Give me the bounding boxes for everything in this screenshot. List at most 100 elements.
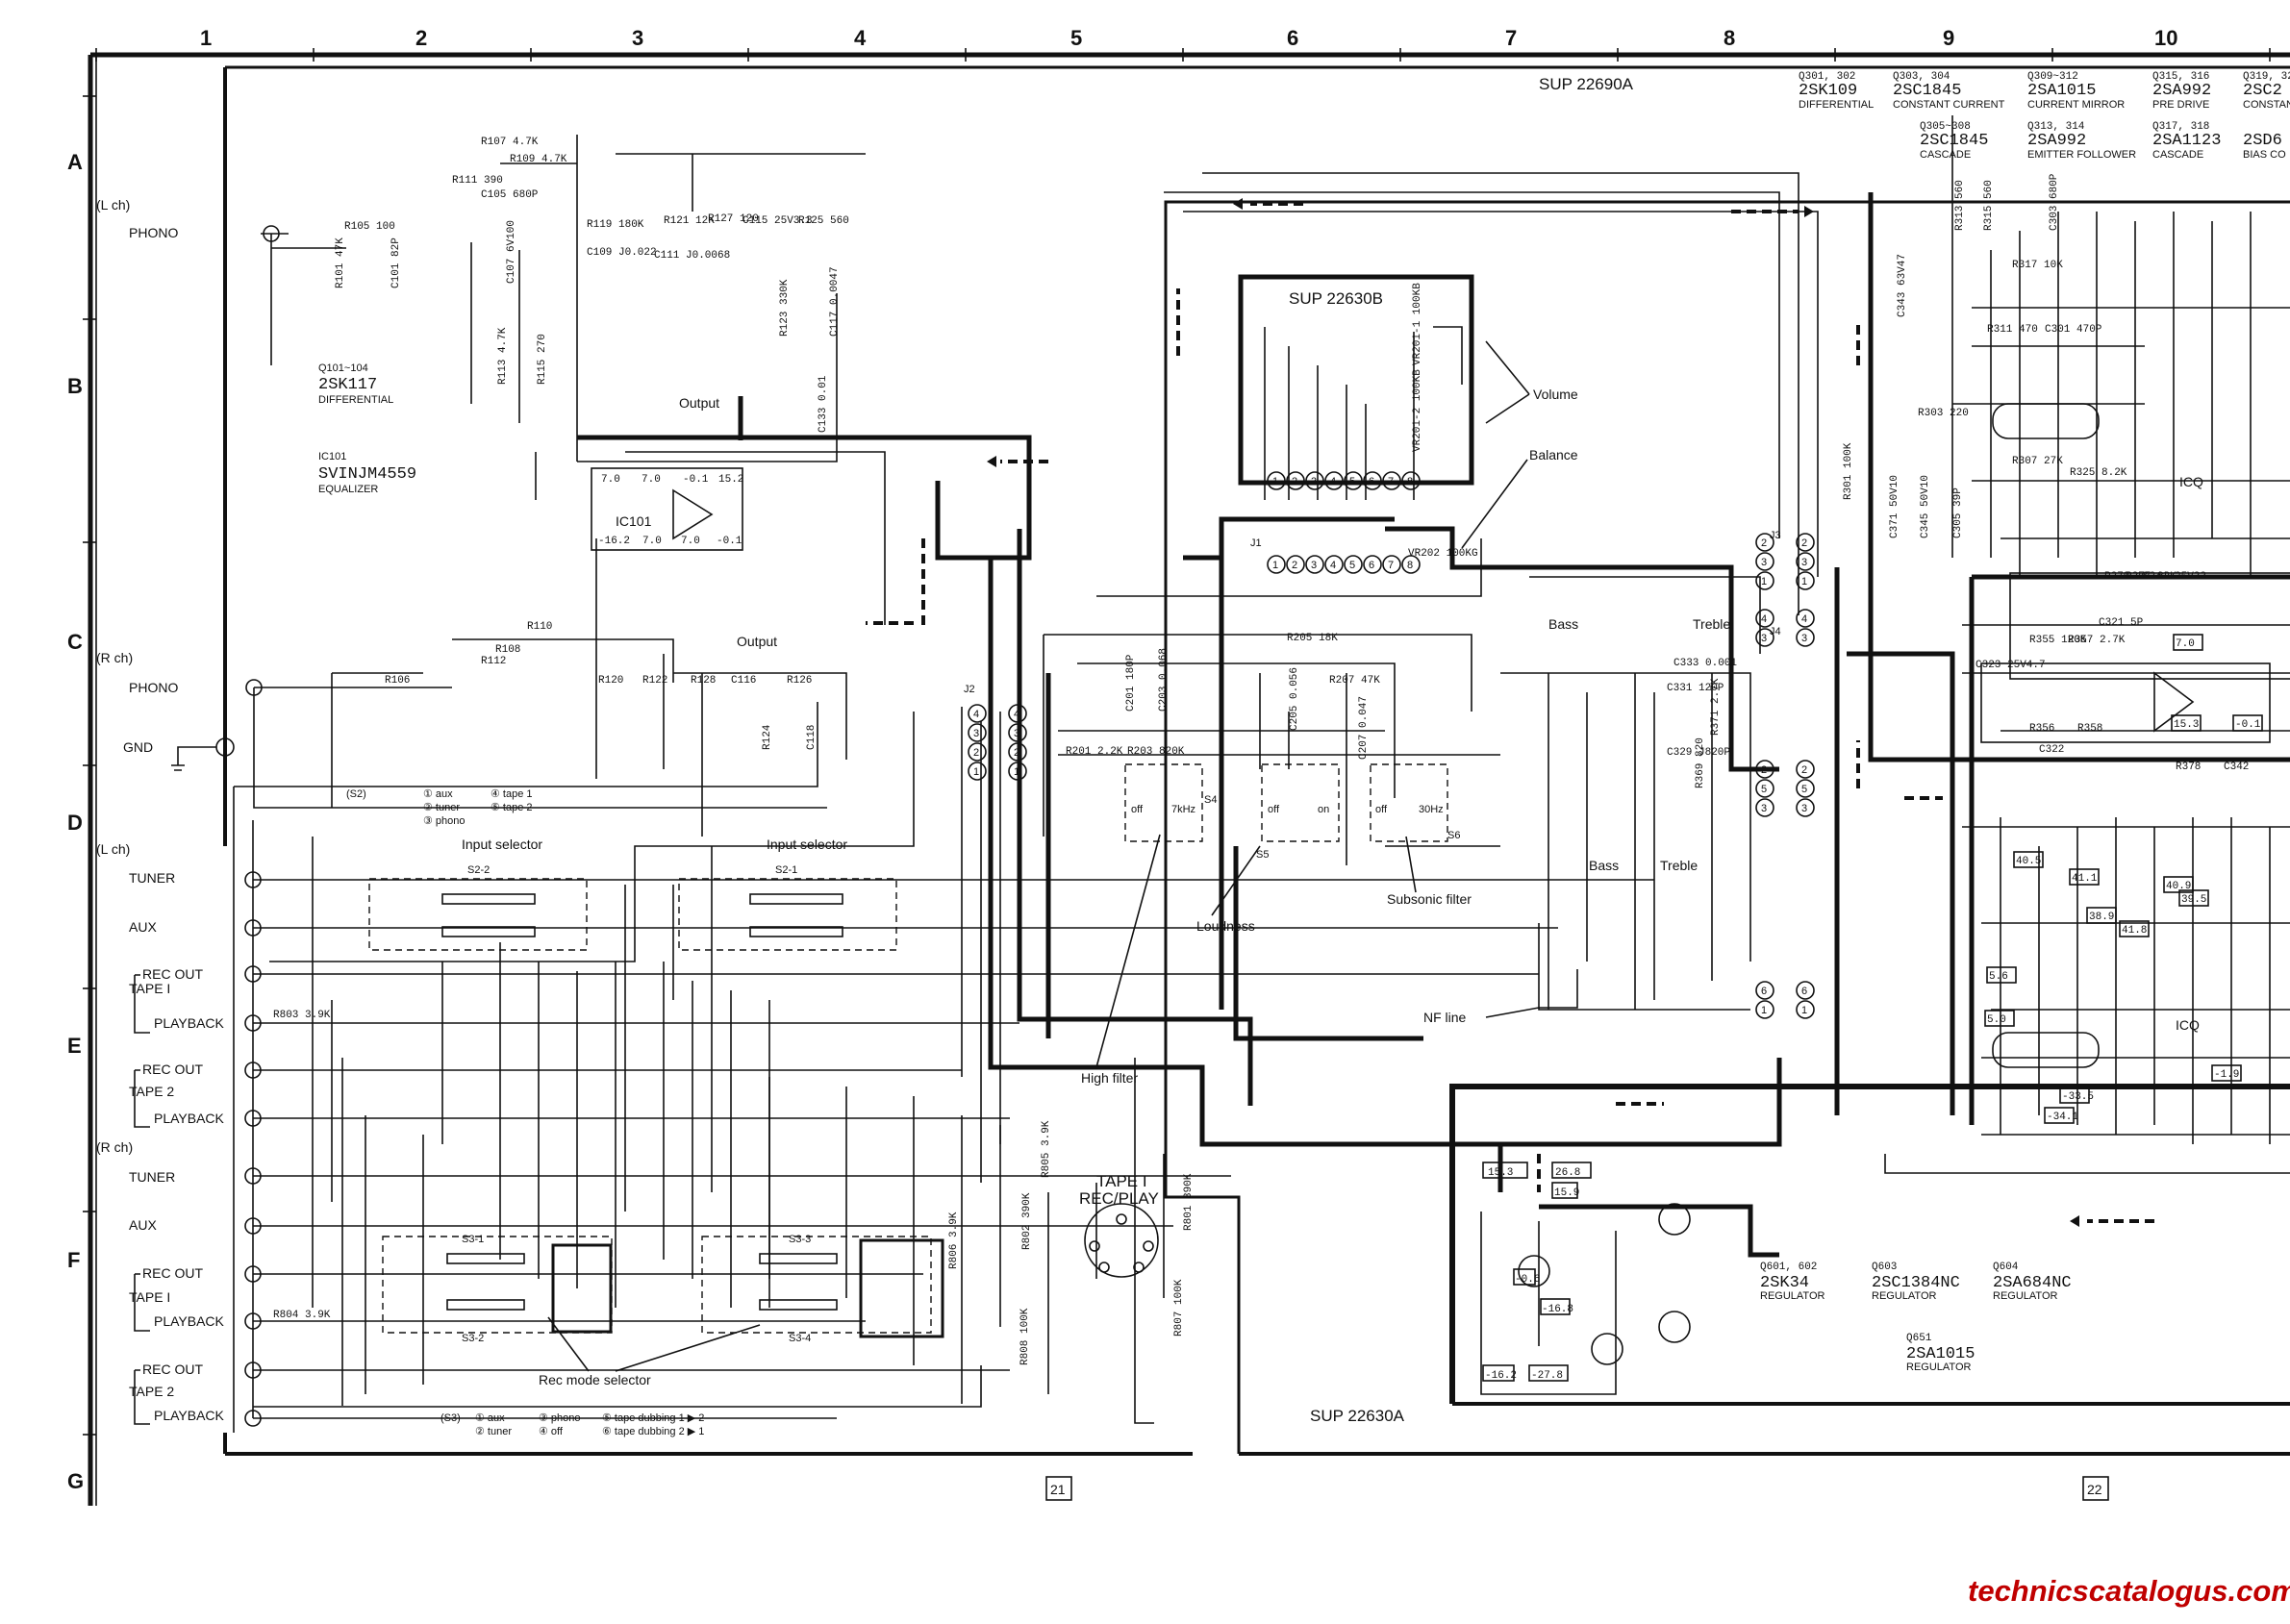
ic101-part: SVINJM4559 bbox=[318, 465, 416, 484]
voltage-box bbox=[2232, 714, 2263, 732]
component-c115: C115 25V3.3 bbox=[742, 215, 813, 227]
j4f-pin-1 bbox=[1796, 981, 1815, 1000]
svg-text:CASCADE: CASCADE bbox=[1920, 149, 1971, 161]
j4b-pin-label: 3 bbox=[1801, 633, 1807, 644]
label-rec-out-2r: REC OUT bbox=[142, 1362, 203, 1377]
label-rec-out-1r: REC OUT bbox=[142, 1265, 203, 1281]
amp-voltages-lower: 40.541.140.939.538.941.85.65.0-33.5-34.1 bbox=[1984, 851, 2209, 1124]
label-high-filter: High filter bbox=[1081, 1070, 1138, 1086]
j1b-pin-label: 8 bbox=[1407, 560, 1413, 571]
input-selector-s2-2: S2-2 bbox=[368, 864, 588, 951]
component-vr202: VR202 100KG bbox=[1408, 548, 1478, 560]
label-loudness: Loudness bbox=[1196, 918, 1255, 934]
svg-text:④ off: ④ off bbox=[539, 1426, 564, 1437]
svg-text:2SC1845: 2SC1845 bbox=[1893, 82, 1961, 100]
j3-pin-label: 2 bbox=[1761, 537, 1767, 549]
label-j3: J3 bbox=[1770, 530, 1781, 541]
component-r315: R315 560 bbox=[1983, 180, 1995, 231]
label-tape1-r: TAPE I bbox=[129, 1289, 170, 1305]
grid-frame bbox=[83, 48, 2290, 1506]
svg-text:2SC1845: 2SC1845 bbox=[1920, 132, 1988, 150]
voltage-value: 40.5 bbox=[2016, 856, 2041, 867]
svg-text:S4: S4 bbox=[1204, 794, 1217, 806]
j1b-pin-label: 4 bbox=[1330, 560, 1336, 571]
tape-din-connector bbox=[1084, 1203, 1159, 1278]
grid-row-b: B bbox=[67, 374, 83, 398]
arrow-head-3 bbox=[1804, 206, 1814, 217]
component-c341: C341 25V33 bbox=[2143, 571, 2206, 583]
j4d-pin-label: 5 bbox=[1801, 784, 1807, 795]
arrow-head-1 bbox=[1233, 198, 1243, 210]
j4f-pin-label: 6 bbox=[1801, 986, 1807, 997]
j2-pin-label: 3 bbox=[973, 728, 979, 739]
component-c301: C301 470P bbox=[2045, 324, 2102, 336]
svg-text:Q315, 316: Q315, 316 bbox=[2152, 71, 2209, 83]
j4-pin-2 bbox=[1755, 628, 1774, 647]
component-c329: C329 J820P bbox=[1667, 747, 1730, 759]
grid-column-labels: 1 2 3 4 5 6 7 8 9 10 bbox=[200, 26, 2177, 50]
j2-pin-2 bbox=[968, 723, 987, 742]
component-r371: R371 2.7K bbox=[1710, 678, 1722, 736]
label-tape2-r: TAPE 2 bbox=[129, 1384, 174, 1399]
tone-switches: off 7kHz off on off 30Hz S4 S5 S6 bbox=[1124, 763, 1460, 861]
svg-text:③ phono: ③ phono bbox=[539, 1412, 581, 1424]
component-r201: R201 2.2K bbox=[1066, 746, 1123, 758]
label-l-ch: (L ch) bbox=[96, 197, 130, 212]
component-r205: R205 18K bbox=[1287, 633, 1338, 644]
svg-text:2SC2: 2SC2 bbox=[2243, 82, 2282, 100]
j2-pin-label: 2 bbox=[973, 747, 979, 759]
j3-pin-2 bbox=[1755, 552, 1774, 571]
label-phono-r: PHONO bbox=[129, 680, 178, 695]
voltage-box bbox=[2044, 1107, 2075, 1124]
svg-text:Q313, 314: Q313, 314 bbox=[2027, 121, 2085, 133]
svg-text:2SA1123: 2SA1123 bbox=[2152, 132, 2221, 150]
component-c305: C305 39P bbox=[1952, 487, 1964, 538]
j4f-pin-2 bbox=[1796, 1000, 1815, 1019]
voltage-box bbox=[2086, 907, 2117, 924]
svg-text:Q301, 302: Q301, 302 bbox=[1799, 71, 1855, 83]
svg-text:-27.8: -27.8 bbox=[1531, 1370, 1563, 1382]
j1b-pin-1 bbox=[1267, 555, 1286, 574]
j3-pin-1 bbox=[1755, 533, 1774, 552]
j1b-pin-4 bbox=[1324, 555, 1344, 574]
svg-text:S2-1: S2-1 bbox=[775, 864, 797, 876]
board-label-control: SUP 22630B bbox=[1289, 289, 1383, 308]
label-tape2-l: TAPE 2 bbox=[129, 1084, 174, 1099]
j4e-pin-2 bbox=[1755, 1000, 1774, 1019]
label-tape1-l: TAPE I bbox=[129, 981, 170, 996]
component-r123: R123 330K bbox=[779, 279, 791, 337]
j3b-pin-2 bbox=[1796, 552, 1815, 571]
balance-arrow bbox=[1461, 459, 1528, 549]
voltage-box bbox=[1984, 1010, 2015, 1027]
svg-text:30Hz: 30Hz bbox=[1419, 804, 1444, 815]
j1b-pin-label: 7 bbox=[1388, 560, 1394, 571]
svg-text:S6: S6 bbox=[1447, 830, 1460, 841]
component-vr201-1: VR201-1 100KB bbox=[1412, 283, 1423, 365]
svg-text:7.0: 7.0 bbox=[601, 474, 620, 486]
j1b-pin-label: 6 bbox=[1369, 560, 1374, 571]
j1-pin-1 bbox=[1267, 471, 1286, 490]
component-r111: R111 390 bbox=[452, 175, 503, 187]
component-r807: R807 100K bbox=[1173, 1279, 1185, 1337]
voltage-box bbox=[2173, 634, 2203, 651]
page-number-right: 22 bbox=[2082, 1476, 2109, 1501]
grid-col-4: 4 bbox=[854, 26, 867, 50]
component-c201: C201 180P bbox=[1125, 654, 1137, 712]
component-c333: C333 0.001 bbox=[1673, 658, 1737, 669]
component-r804: R804 3.9K bbox=[273, 1310, 331, 1321]
label-phono-l: PHONO bbox=[129, 225, 178, 240]
label-nf-line: NF line bbox=[1423, 1010, 1467, 1025]
watermark: technicscatalogus.com bbox=[1968, 1574, 2290, 1608]
component-c343: C343 63V47 bbox=[1897, 254, 1908, 317]
svg-text:15.9: 15.9 bbox=[1554, 1187, 1579, 1199]
svg-text:-16.2: -16.2 bbox=[598, 536, 630, 547]
j1b-pin-7 bbox=[1382, 555, 1401, 574]
transistor-table: Q301, 302 2SK109 DIFFERENTIAL Q303, 304 … bbox=[1799, 71, 2290, 161]
component-r106: R106 bbox=[385, 675, 410, 687]
voltage-value: 5.6 bbox=[1989, 971, 2008, 983]
j1-pin-label: 4 bbox=[1330, 476, 1336, 487]
label-rec-mode-selector: Rec mode selector bbox=[539, 1372, 651, 1387]
component-r802: R802 390K bbox=[1021, 1192, 1033, 1250]
label-r-ch: (R ch) bbox=[96, 650, 133, 665]
